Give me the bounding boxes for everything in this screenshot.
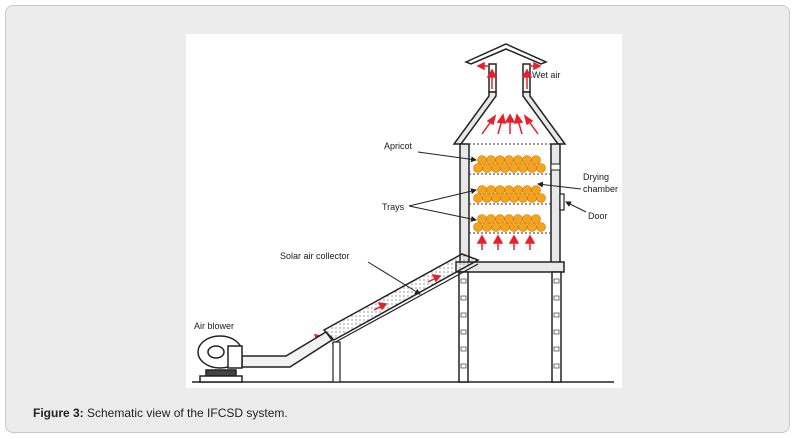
figure-caption: Figure 3: Schematic view of the IFCSD sy… <box>33 406 288 420</box>
label-solar-air-collector: Solar air collector <box>280 251 350 261</box>
roof-cap <box>464 43 548 65</box>
solar-air-collector <box>322 253 480 341</box>
label-drying-chamber-1: Drying <box>583 172 609 182</box>
chamber-wall-left <box>459 143 470 267</box>
support-leg-left <box>458 271 469 383</box>
label-apricot: Apricot <box>384 141 413 151</box>
collector-support <box>332 341 341 383</box>
caption-label: Figure 3: <box>33 406 84 420</box>
apricot-tray-1 <box>473 155 546 173</box>
tray-lines <box>469 143 551 234</box>
leader-lines <box>367 151 587 295</box>
door <box>559 193 565 211</box>
chimney <box>488 63 531 93</box>
air-blower <box>197 335 243 383</box>
label-door: Door <box>588 211 608 221</box>
support-leg-right <box>551 271 562 383</box>
hood <box>452 91 497 145</box>
figure-card: Wet air Apricot Drying chamber Trays Doo… <box>5 5 790 433</box>
label-wet-air: Wet air <box>532 70 560 80</box>
diagram-figure: Wet air Apricot Drying chamber Trays Doo… <box>186 34 622 388</box>
apricot-tray-2 <box>473 185 546 203</box>
door-hinge <box>550 163 561 171</box>
collector-bottom <box>331 263 479 345</box>
air-flow-arrows <box>246 61 542 367</box>
apricot-tray-3 <box>473 214 546 232</box>
chamber-wall-right <box>550 143 561 267</box>
caption-text: Schematic view of the IFCSD system. <box>83 406 288 420</box>
label-trays: Trays <box>382 202 405 212</box>
hood-right <box>522 91 567 145</box>
ifcsd-schematic: Wet air Apricot Drying chamber Trays Doo… <box>192 43 618 383</box>
label-air-blower: Air blower <box>194 321 234 331</box>
label-drying-chamber-2: chamber <box>583 184 618 194</box>
blower-duct <box>241 331 334 368</box>
